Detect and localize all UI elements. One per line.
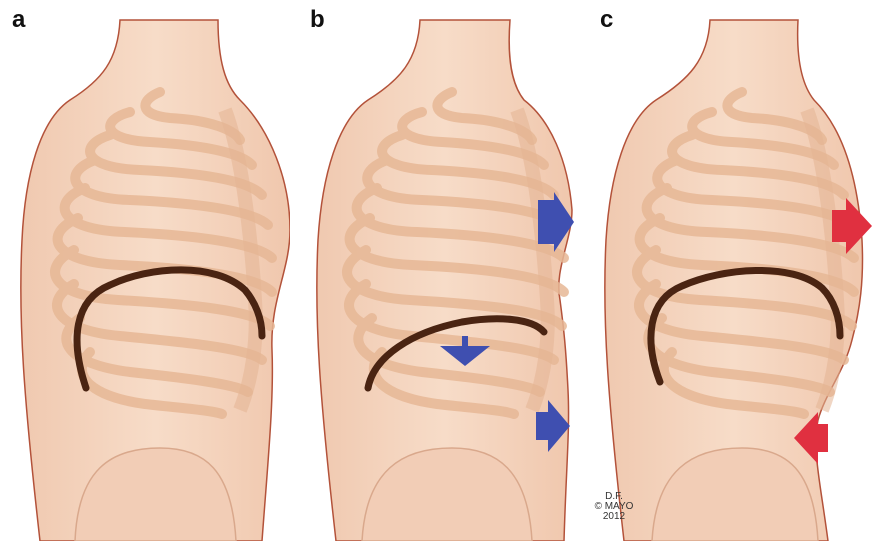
torso-illustration-c [582,0,872,541]
illustrator-credit: D.F. © MAYO 2012 [592,492,636,522]
credit-year: 2012 [592,512,636,522]
torso-illustration-a [0,0,290,541]
torso-illustration-b [292,0,582,541]
panel-a: a [0,0,290,541]
panel-label-b: b [310,6,325,34]
panel-label-a: a [12,6,25,34]
panel-c: c [582,0,872,541]
panel-label-c: c [600,6,613,34]
panel-b: b [292,0,582,541]
